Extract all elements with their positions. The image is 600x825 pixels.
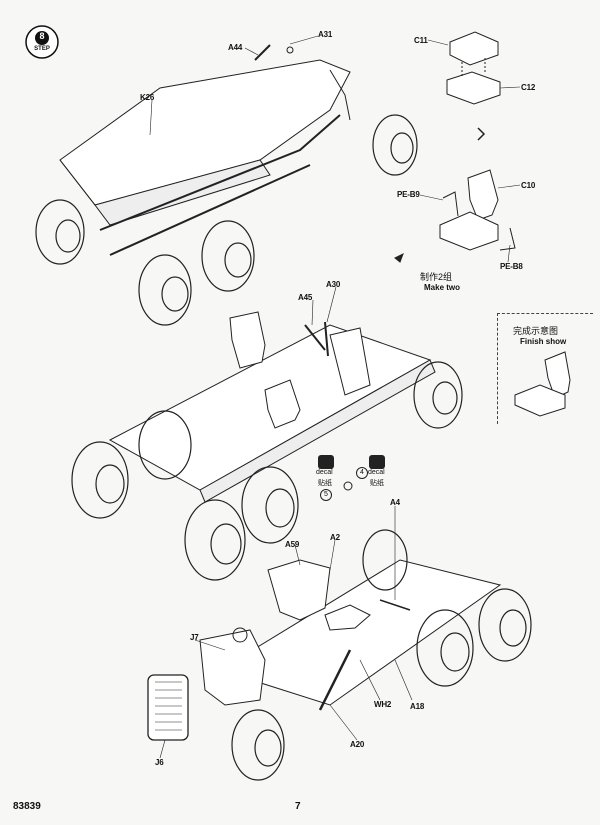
page-number: 7 <box>295 801 301 812</box>
part-label-peb8: PE-B8 <box>500 262 523 271</box>
part-label-a31: A31 <box>318 30 333 39</box>
part-label-j7: J7 <box>190 633 199 642</box>
decal-4-number: 4 <box>356 467 368 479</box>
wheel <box>71 361 463 581</box>
part-label-a2: A2 <box>330 533 340 542</box>
part-label-peb9: PE-B9 <box>397 190 420 199</box>
decal-4-cn: 贴纸 <box>370 480 384 487</box>
step-badge: 8 STEP <box>24 24 60 60</box>
part-label-a18: A18 <box>410 702 425 711</box>
wheel <box>231 529 532 781</box>
part-label-c10: C10 <box>521 181 536 190</box>
finish-show-en: Finish show <box>520 337 567 346</box>
decal-icon <box>369 455 385 469</box>
part-label-c12: C12 <box>521 83 536 92</box>
seat-parts-drawing <box>394 31 516 263</box>
step-number: 8 <box>39 31 45 41</box>
finish-seat-drawing <box>514 351 571 417</box>
part-label-a4: A4 <box>390 498 400 507</box>
leader-lines <box>149 35 521 759</box>
finish-show-inset <box>497 313 593 424</box>
kit-number: 83839 <box>13 801 41 812</box>
decal-5-number: 5 <box>320 489 332 501</box>
decal-4-en: decal <box>368 469 385 476</box>
decal-icon <box>318 455 334 469</box>
part-label-a44: A44 <box>228 43 243 52</box>
make-two-cn: 制作2组 <box>420 272 453 282</box>
part-label-wh2: WH2 <box>374 700 392 709</box>
chassis-top-drawing <box>35 44 418 326</box>
chassis-middle-drawing <box>71 311 463 581</box>
finish-show-cn: 完成示意图 <box>513 326 559 336</box>
part-label-c11: C11 <box>414 36 428 45</box>
decal-5-en: decal <box>316 469 333 476</box>
part-label-j6: J6 <box>155 758 164 767</box>
make-two-en: Make two <box>424 283 461 292</box>
part-label-a30: A30 <box>326 280 341 289</box>
decal-5-cn: 贴纸 <box>318 480 332 487</box>
chassis-bottom-drawing <box>147 481 532 781</box>
part-label-a45: A45 <box>298 293 313 302</box>
wheel <box>35 114 418 326</box>
part-label-k26: K26 <box>140 93 155 102</box>
part-label-a59: A59 <box>285 540 300 549</box>
part-label-a20: A20 <box>350 740 365 749</box>
step-label: STEP <box>34 46 50 52</box>
